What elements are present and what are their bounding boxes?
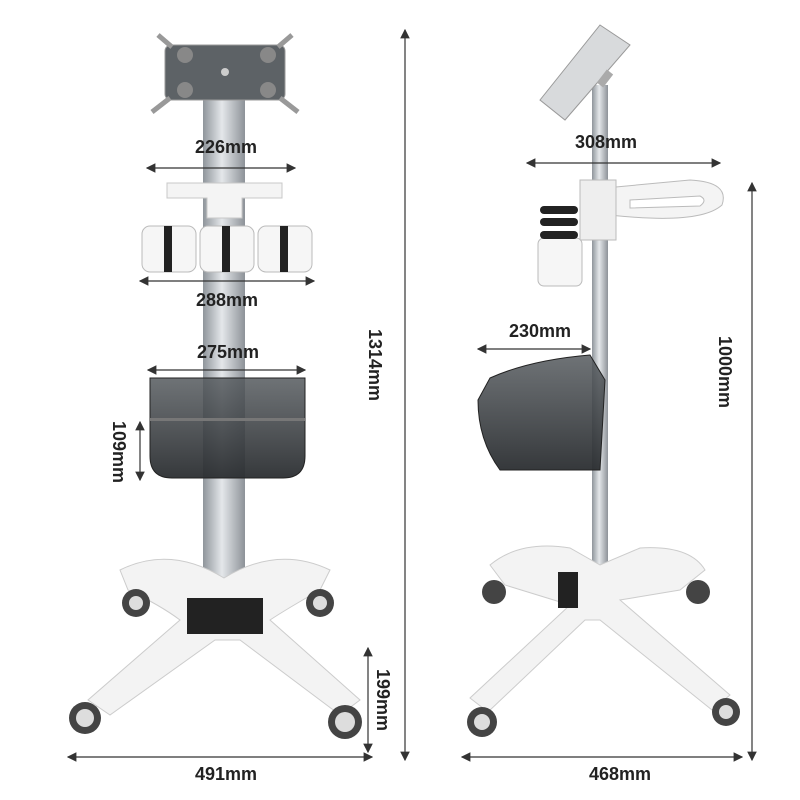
- storage-basket: [477, 354, 606, 471]
- basket-depth-label: 230mm: [509, 321, 571, 341]
- pole-height-label: 1000mm: [715, 336, 735, 408]
- side-view-cart: [467, 24, 740, 737]
- base: [469, 545, 731, 713]
- handle: [166, 182, 283, 219]
- base-depth-label: 468mm: [589, 764, 651, 784]
- dimension-lines: [66, 28, 757, 762]
- cup-holder-width-label: 288mm: [196, 290, 258, 310]
- pole: [203, 95, 245, 585]
- wheels: [467, 580, 740, 737]
- pole: [592, 85, 608, 590]
- handle: [604, 179, 724, 219]
- base: [87, 558, 361, 716]
- probe-cups: [141, 225, 313, 273]
- base-width-label: 491mm: [195, 764, 257, 784]
- total-height-label: 1314mm: [365, 329, 385, 401]
- probe-cups: [537, 206, 583, 287]
- basket-height-label: 109mm: [109, 421, 129, 483]
- basket-width-label: 275mm: [197, 342, 259, 362]
- storage-basket: [149, 377, 306, 479]
- handle-depth-label: 308mm: [575, 132, 637, 152]
- base-height-label: 199mm: [373, 669, 393, 731]
- tablet-holder: [150, 33, 300, 114]
- tablet-holder: [539, 24, 631, 121]
- wheels: [69, 589, 362, 739]
- front-view-cart: [69, 33, 362, 739]
- tablet-width-label: 226mm: [195, 137, 257, 157]
